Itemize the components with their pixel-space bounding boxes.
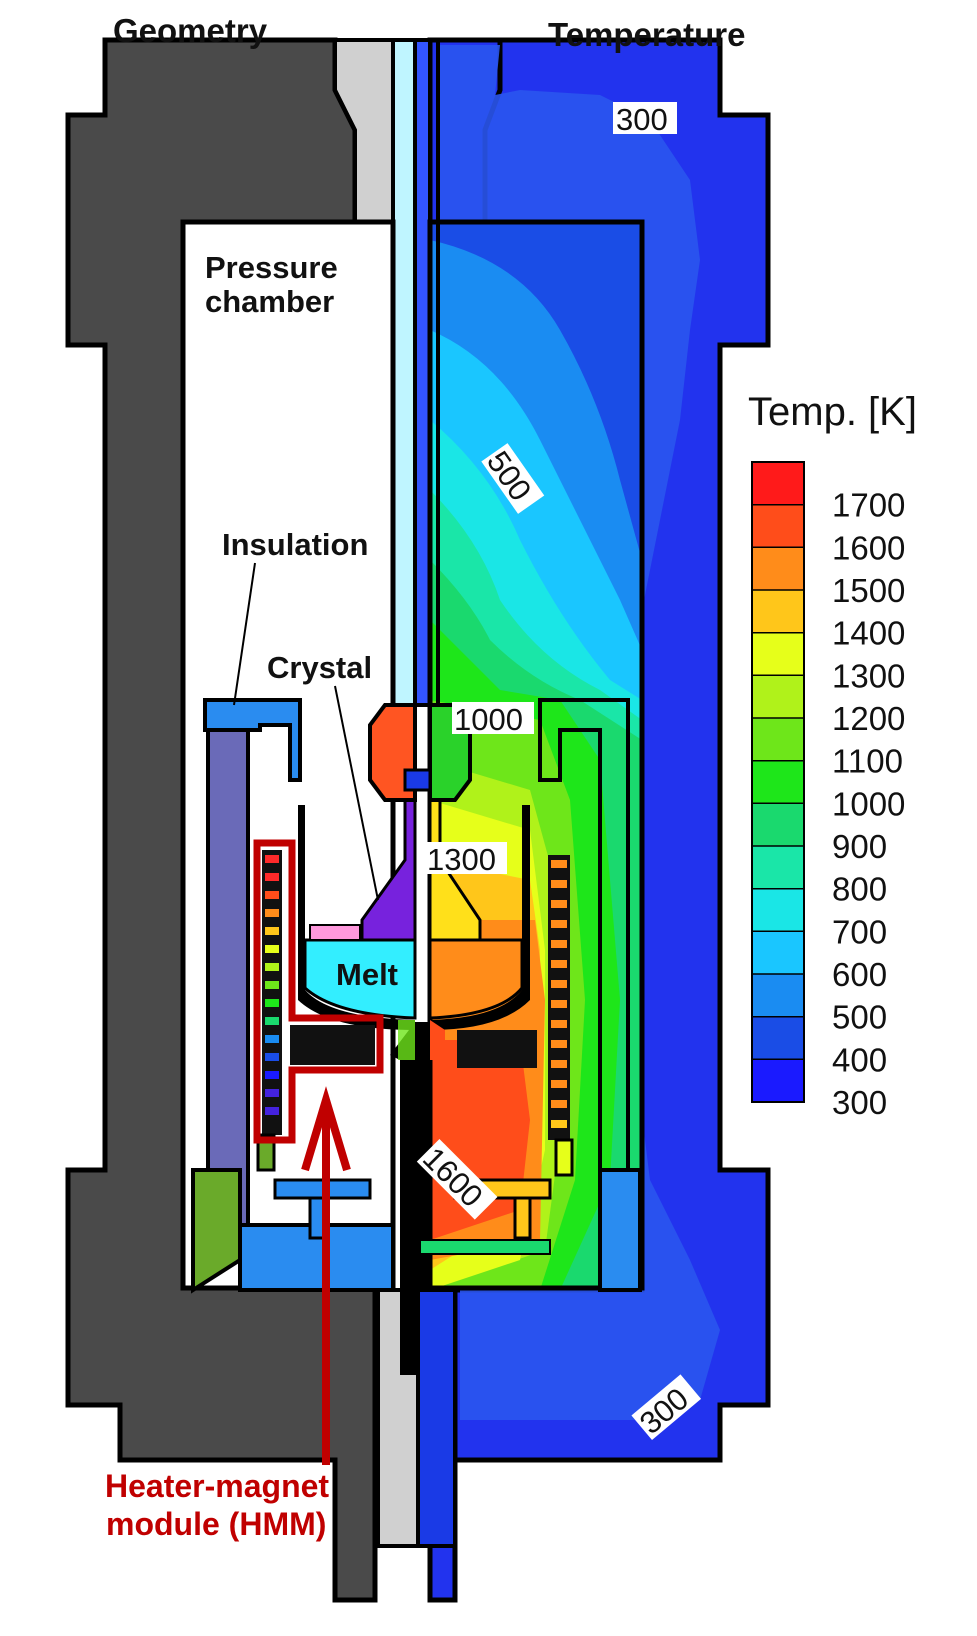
- hmm-outline: [253, 839, 384, 1144]
- legend-swatch: [752, 590, 804, 634]
- legend-tick-label: 400: [832, 1041, 887, 1078]
- legend-swatch: [752, 675, 804, 719]
- melt-label: Melt: [336, 957, 398, 992]
- insulation-top-temperature: [538, 698, 630, 1192]
- legend-swatch: [752, 547, 804, 591]
- legend-swatch: [752, 1059, 804, 1103]
- crystal-leader: [334, 685, 379, 901]
- legend-title: Temp. [K]: [748, 390, 917, 434]
- legend-tick-labels: 1700 1600 1500 1400 1300 1200 1100 1000 900 800 70…: [832, 487, 905, 1121]
- crystal-label: Crystal: [267, 650, 372, 685]
- isotherm-label-300-top: 300: [613, 102, 677, 137]
- legend-swatch: [752, 931, 804, 975]
- legend-swatch: [752, 718, 804, 762]
- legend-tick-label: 1600: [832, 529, 905, 566]
- heater-coils-temperature: [548, 855, 570, 1140]
- legend-tick-label: 900: [832, 828, 887, 865]
- legend-swatch: [752, 846, 804, 890]
- pressure-chamber-label-2: chamber: [205, 284, 334, 319]
- legend-tick-label: 1200: [832, 700, 905, 737]
- pull-rod-geometry: [391, 38, 417, 707]
- legend-swatch: [752, 760, 804, 804]
- legend-tick-label: 1100: [832, 743, 903, 780]
- legend-tick-label: 700: [832, 913, 887, 950]
- melt-geometry: [303, 938, 417, 1020]
- legend-tick-label: 600: [832, 956, 887, 993]
- legend-swatch: [752, 803, 804, 847]
- hmm-arrow: [301, 1086, 351, 1465]
- insulation-side-geometry: [206, 728, 250, 1232]
- magnet-geometry: [290, 1025, 375, 1065]
- legend-tick-label: 800: [832, 871, 887, 908]
- legend-tick-label: 1400: [832, 615, 905, 652]
- heater-coils-geometry: [262, 850, 282, 1135]
- legend-swatch: [752, 888, 804, 932]
- insulation-leader: [233, 562, 256, 706]
- melt-temperature: [428, 938, 524, 1020]
- svg-text:1000: 1000: [454, 702, 523, 737]
- bottom-shaft-temperature: [416, 1288, 457, 1548]
- temperature-heading: Temperature: [548, 16, 745, 53]
- crucible-geometry: [298, 805, 415, 1030]
- legend-swatch: [752, 462, 804, 506]
- legend-tick-label: 300: [832, 1084, 887, 1121]
- legend-tick-label: 1500: [832, 572, 905, 609]
- svg-text:1300: 1300: [427, 842, 496, 877]
- isotherm-label-1000: 1000: [452, 702, 534, 737]
- magnet-temperature: [457, 1030, 537, 1068]
- hmm-label-1: Heater-magnet: [105, 1468, 329, 1504]
- legend-swatch: [752, 504, 804, 548]
- legend-colorbar: [751, 461, 805, 1103]
- legend-swatch: [752, 632, 804, 676]
- legend-tick-label: 1300: [832, 657, 905, 694]
- hmm-label-2: module (HMM): [106, 1506, 326, 1542]
- insulation-label: Insulation: [222, 527, 368, 562]
- geometry-heading: Geometry: [113, 12, 268, 49]
- legend-tick-label: 1700: [832, 487, 905, 524]
- svg-text:300: 300: [616, 102, 668, 137]
- legend-swatch: [752, 974, 804, 1018]
- legend-swatch: [752, 1016, 804, 1060]
- isotherm-label-1300: 1300: [425, 842, 507, 877]
- crucible-temperature: [430, 805, 530, 1030]
- pressure-chamber-label-1: Pressure: [205, 250, 338, 285]
- legend-tick-label: 500: [832, 999, 887, 1036]
- legend-tick-label: 1000: [832, 785, 905, 822]
